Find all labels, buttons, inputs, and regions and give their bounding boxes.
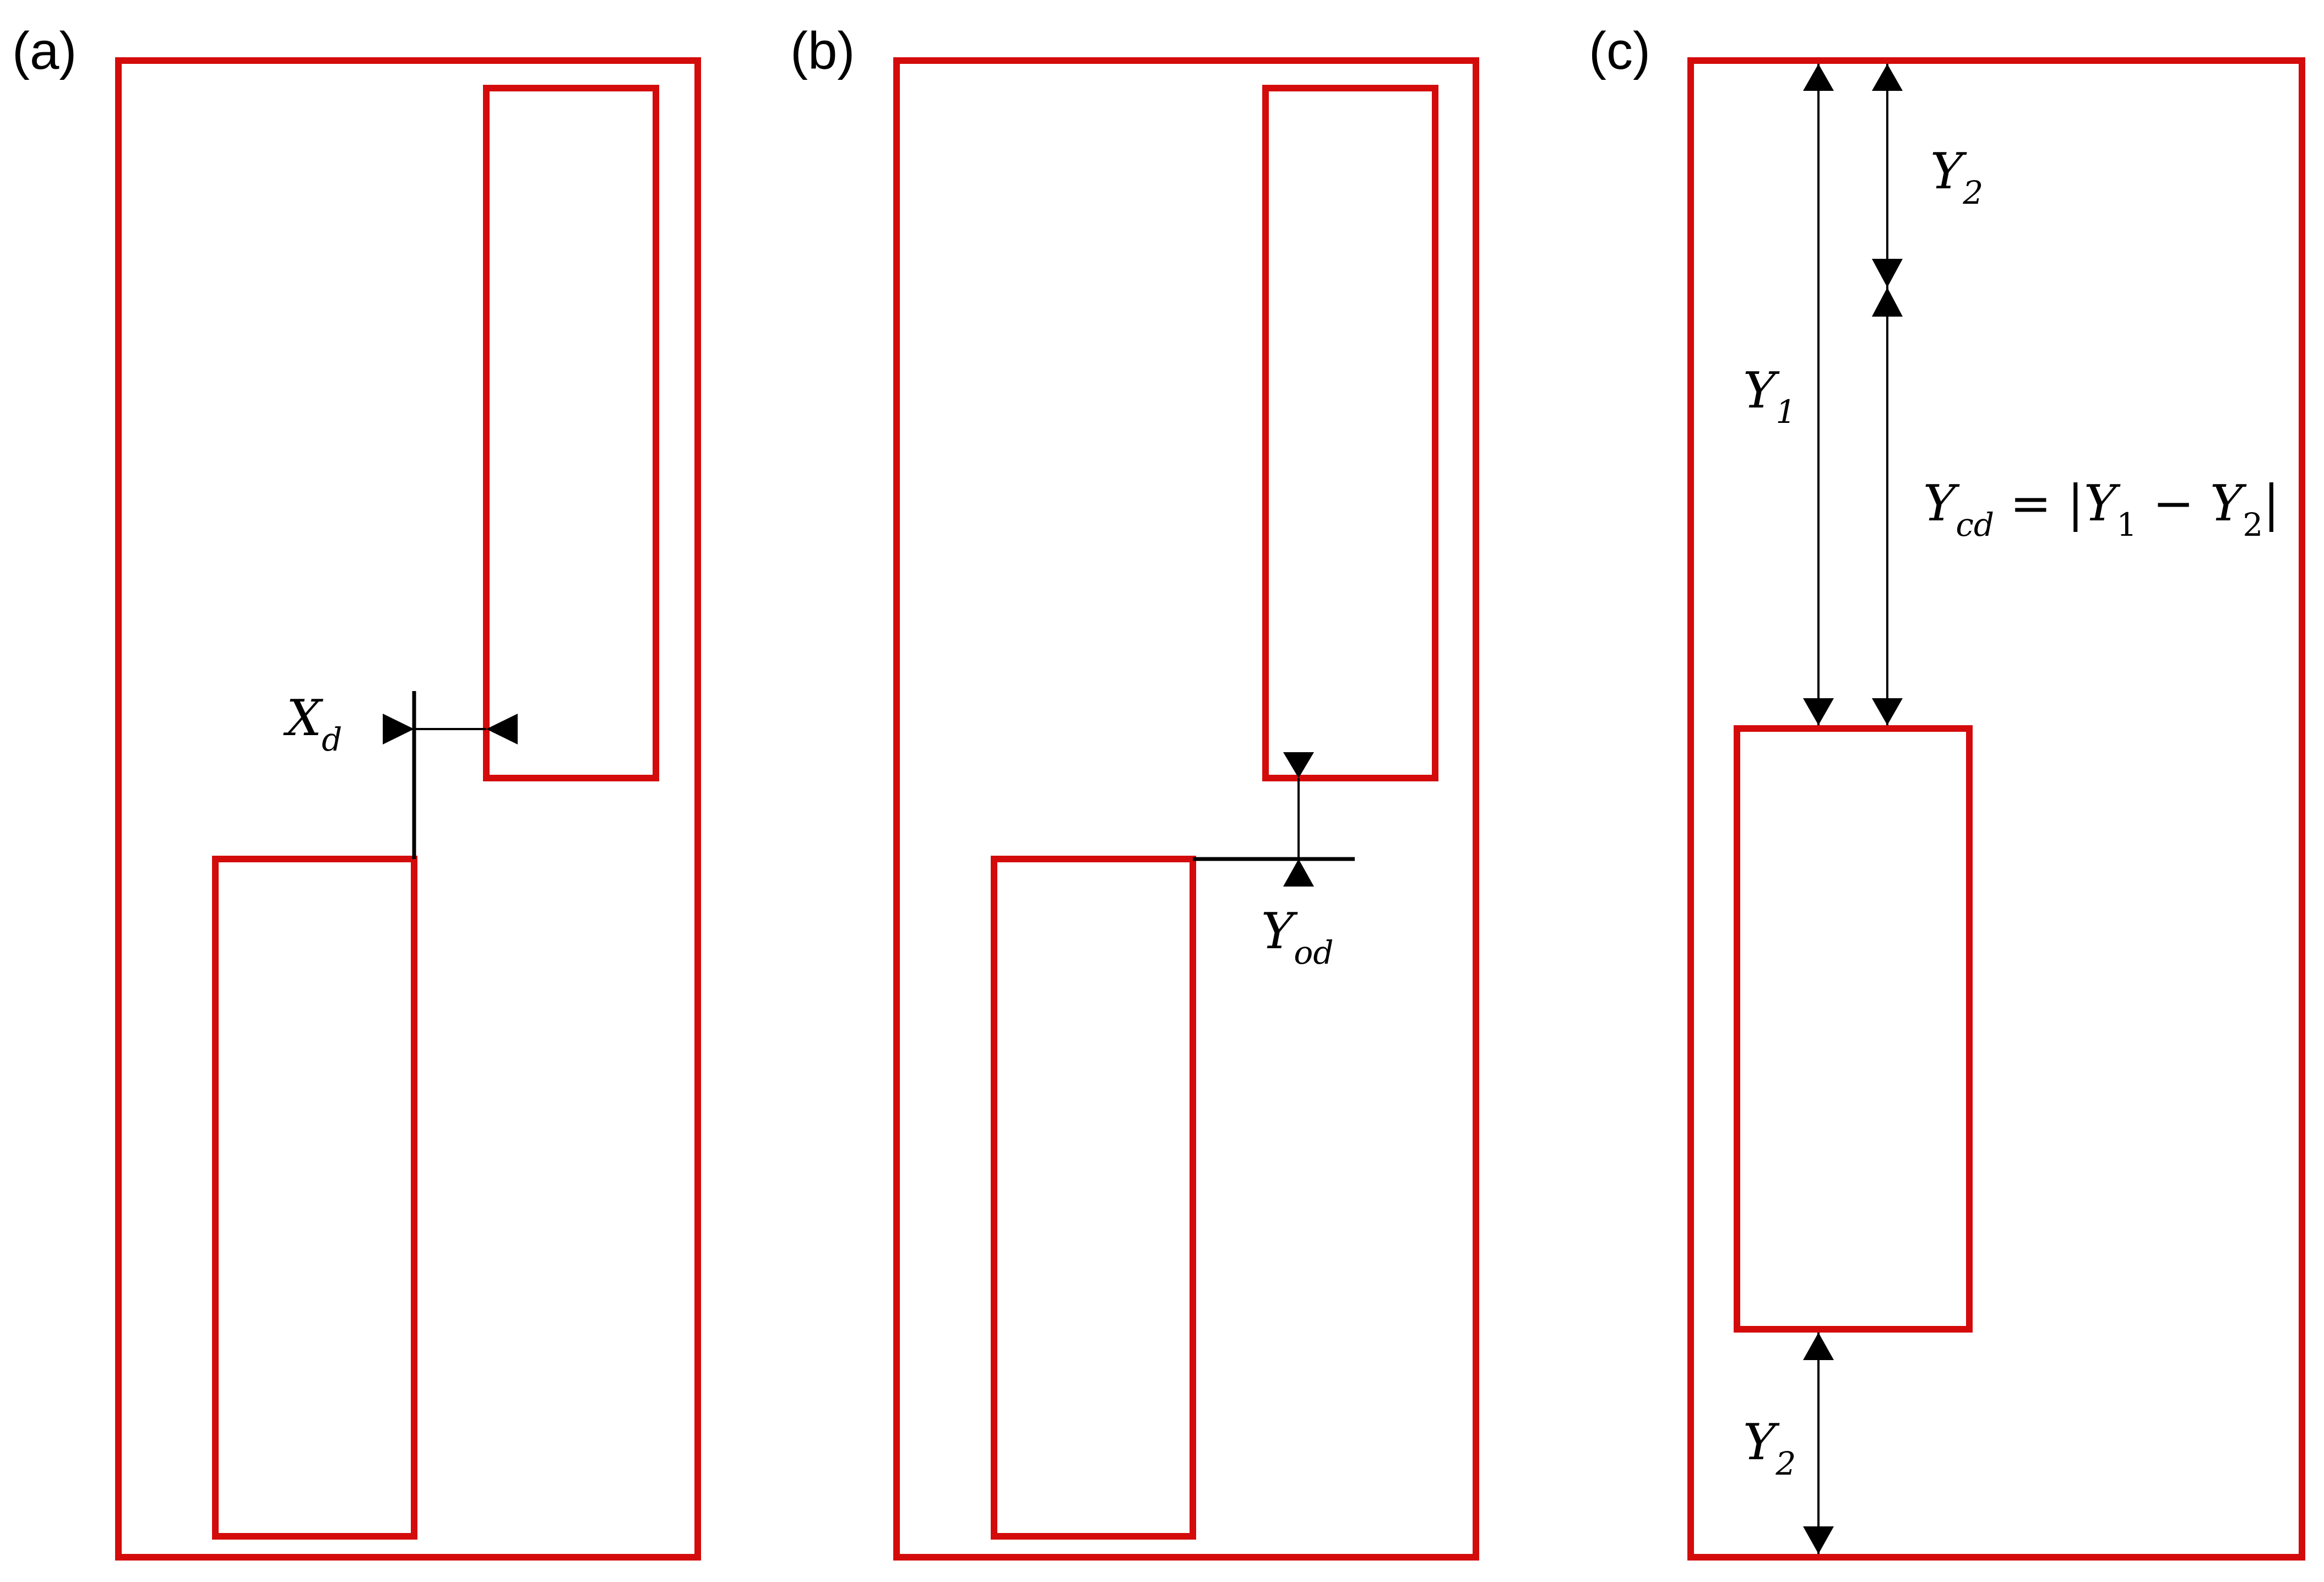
panel-a-outer-frame bbox=[115, 57, 701, 1561]
panel-a-label: (a) bbox=[12, 21, 77, 80]
panel-c-y1-arrow-bottom bbox=[1803, 698, 1834, 725]
panel-a-upper-rect bbox=[483, 85, 659, 781]
panel-c-ycd-arrow-up bbox=[1872, 287, 1903, 317]
panel-c-rect bbox=[1734, 725, 1973, 1333]
panel-c-y2-top-arrow-down bbox=[1872, 259, 1903, 287]
panel-b-yod-arrow-bottom bbox=[1283, 859, 1314, 887]
y1-label: Y1 bbox=[1743, 362, 1796, 431]
panel-a-xd-arrow-left bbox=[383, 714, 414, 744]
panel-b-label: (b) bbox=[790, 21, 855, 80]
panel-b: (b) Yod bbox=[790, 21, 1479, 1561]
y2-bottom-label: Y2 bbox=[1743, 1414, 1796, 1482]
panel-c-y1-arrow-top bbox=[1803, 64, 1834, 91]
panel-c: (c) Y1 Y2 Ycd = |Y1 − Y2| Y2 bbox=[1589, 21, 2305, 1561]
xd-label: Xd bbox=[283, 689, 342, 758]
panel-b-outer-frame bbox=[893, 57, 1479, 1561]
y2-top-label: Y2 bbox=[1930, 143, 1983, 211]
panel-c-y2-bottom-arrow-up bbox=[1803, 1333, 1834, 1360]
panel-c-outer-frame bbox=[1687, 57, 2305, 1561]
panel-c-y2-bottom-arrow-down bbox=[1803, 1526, 1834, 1554]
panel-c-ycd-arrow-down bbox=[1872, 698, 1903, 725]
panel-a: (a) Xd bbox=[12, 21, 701, 1561]
panel-b-yod-arrow-top bbox=[1283, 752, 1314, 778]
panel-c-y2-top-arrow-up bbox=[1872, 64, 1903, 91]
yod-label: Yod bbox=[1261, 903, 1333, 971]
ycd-equation: Ycd = |Y1 − Y2| bbox=[1923, 475, 2280, 543]
panel-b-lower-rect bbox=[991, 856, 1196, 1540]
panel-b-upper-rect bbox=[1262, 85, 1438, 781]
panel-a-xd-arrow-right bbox=[486, 714, 518, 744]
panel-a-lower-rect bbox=[212, 856, 417, 1540]
panel-c-label: (c) bbox=[1589, 21, 1650, 80]
